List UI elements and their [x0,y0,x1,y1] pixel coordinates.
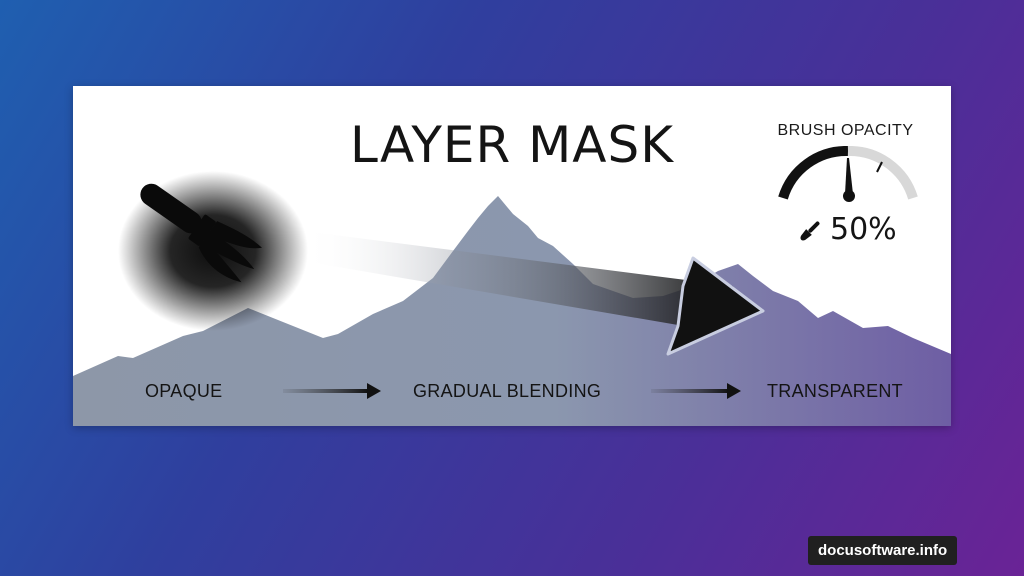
opacity-gauge [778,146,918,202]
gauge-label: BRUSH OPACITY [777,122,914,139]
flow-arrow-2-icon [651,383,741,399]
gauge-needle-icon [843,158,855,202]
layer-mask-card: LAYER MASK BRUSH OPACITY 50% OPAQUE GRAD… [73,86,951,426]
paintbrush-icon [140,183,262,283]
page-title: LAYER MASK [350,116,674,174]
label-opaque: OPAQUE [145,381,223,401]
label-transparent: TRANSPARENT [767,381,903,401]
label-gradual-blending: GRADUAL BLENDING [413,381,602,401]
watermark: docusoftware.info [808,536,958,565]
flow-arrow-1-icon [283,383,381,399]
mountain-range [73,196,951,426]
gradient-arrowhead [666,256,765,356]
small-brush-icon [800,221,820,241]
gradient-arrow-shaft [303,231,733,331]
opacity-value: 50% [830,212,897,247]
